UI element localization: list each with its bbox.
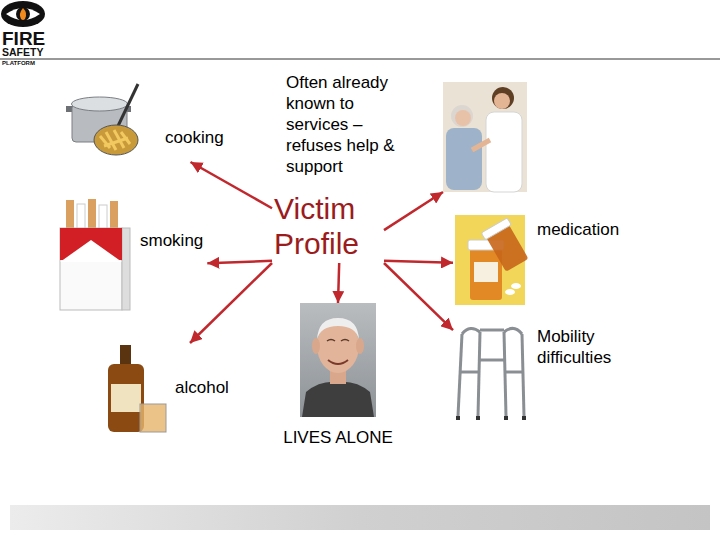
- arrow-connector: [384, 263, 453, 330]
- logo-text: PLATFORM: [2, 60, 35, 66]
- nurse-picture: [443, 82, 527, 192]
- risk-factor: LIVES ALONE: [300, 303, 376, 417]
- central-title: Victim Profile: [272, 190, 384, 263]
- risk-factor: alcohol: [103, 343, 233, 434]
- cooking-picture: [66, 84, 138, 155]
- logo-text: SAFETY: [2, 47, 43, 58]
- arrow-connector: [384, 192, 443, 230]
- header-rule: [0, 59, 720, 60]
- old-man-picture: [300, 303, 376, 417]
- arrow-connector: [207, 261, 272, 263]
- logo-eye: [1, 1, 45, 27]
- node-text: LIVES ALONE: [283, 427, 393, 448]
- node-text: cooking: [165, 127, 224, 148]
- footer-bar: [10, 505, 710, 530]
- bottle-picture: [108, 345, 166, 432]
- arrow-connector: [338, 263, 339, 303]
- risk-factor: cooking: [62, 80, 238, 162]
- node-text: alcohol: [175, 377, 229, 398]
- risk-factor: Mobility difficulties: [453, 320, 653, 422]
- pill-bottles-picture: [455, 215, 530, 305]
- risk-factor: medication: [453, 213, 623, 307]
- walker-picture: [456, 328, 526, 418]
- logo-text: FIRE: [2, 29, 45, 48]
- node-text: smoking: [140, 230, 203, 251]
- node-text: medication: [537, 219, 619, 240]
- node-text: Mobility difficulties: [537, 326, 649, 368]
- title-text: Victim Profile: [274, 192, 382, 261]
- arrow-connector: [190, 263, 272, 343]
- risk-factor: Often already known to services – refuse…: [443, 82, 527, 192]
- node-text: Often already known to services – refuse…: [286, 72, 413, 177]
- cigarette-pack-picture: [60, 199, 130, 310]
- risk-factor: smoking: [56, 196, 207, 312]
- arrow-connector: [190, 162, 272, 208]
- arrow-connector: [384, 261, 453, 263]
